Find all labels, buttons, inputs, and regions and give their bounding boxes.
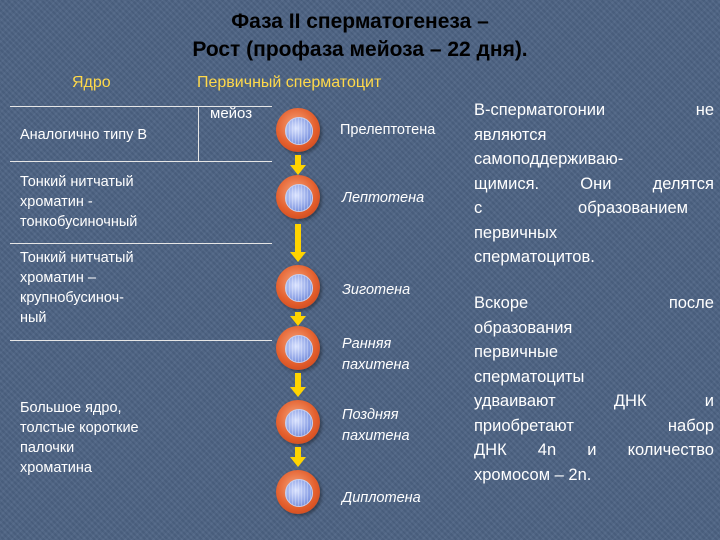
paragraph-line: самоподдерживаю- xyxy=(474,150,624,168)
nucleus-description-line: Тонкий нитчатый xyxy=(20,174,134,190)
spermatocyte-cell-icon xyxy=(276,265,320,309)
stage-label-line: Зиготена xyxy=(342,282,411,298)
header-nucleus: Ядро xyxy=(72,74,111,91)
down-arrow-icon xyxy=(290,447,306,469)
right-paragraph-2: Вскоре после образования первичные сперм… xyxy=(474,291,714,487)
down-arrow-icon xyxy=(290,373,306,399)
nucleus-description-line: хроматин – xyxy=(20,270,96,286)
stage-label-line: Диплотена xyxy=(342,490,421,506)
paragraph-line: являются xyxy=(474,125,547,144)
nucleus-description-line: палочки xyxy=(20,440,75,456)
stage-label-line: пахитена xyxy=(342,357,410,373)
spermatocyte-cell-icon xyxy=(276,400,320,444)
nucleus-description-line: тонкобусиночный xyxy=(20,214,138,230)
table-line-top xyxy=(10,106,272,107)
stage-label-diplotene: Диплотена xyxy=(342,488,421,509)
nucleus-description-line: Большое ядро, xyxy=(20,400,122,416)
nucleus-description-line: хроматина xyxy=(20,460,92,476)
down-arrow-icon xyxy=(290,312,306,326)
page-title-line-1: Фаза II сперматогенеза – xyxy=(231,10,489,33)
paragraph-line: сперматоцитов. xyxy=(474,248,595,266)
down-arrow-icon xyxy=(290,224,306,264)
nucleus-description-4: Большое ядро, толстые короткие палочки х… xyxy=(20,398,139,478)
paragraph-line: сперматоциты xyxy=(474,367,585,386)
stage-label-zygotene: Зиготена xyxy=(342,280,410,301)
nucleus-description-2: Тонкий нитчатый хроматин - тонкобусиночн… xyxy=(20,172,137,232)
nucleus-description-line: крупнобусиноч- xyxy=(20,290,124,306)
table-line-1 xyxy=(10,161,272,162)
nucleus-description-line: Аналогично типу В xyxy=(20,127,148,143)
paragraph-line: Вскоре после xyxy=(474,294,714,312)
spermatocyte-cell-icon xyxy=(276,326,320,370)
nucleus-description-line: Тонкий нитчатый xyxy=(20,250,134,266)
stage-label-leptotene: Лептотена xyxy=(342,188,424,209)
spermatocyte-cell-icon xyxy=(276,108,320,152)
stage-label-line: Поздняя xyxy=(342,407,399,423)
spermatocyte-cell-icon xyxy=(276,175,320,219)
table-line-2 xyxy=(10,243,272,244)
spermatocyte-cell-icon xyxy=(276,470,320,514)
stage-label-late-pachytene: Поздняя пахитена xyxy=(342,405,410,447)
nucleus-description-line: толстые короткие xyxy=(20,420,139,436)
paragraph-line: удваивают ДНК и xyxy=(474,392,714,410)
paragraph-line: В-сперматогонии не xyxy=(474,101,714,119)
right-paragraph-1: В-сперматогонии не являются самоподдержи… xyxy=(474,98,714,270)
nucleus-description-1: Аналогично типу В xyxy=(20,125,147,145)
paragraph-line: первичные xyxy=(474,343,559,361)
stage-label-line: Ранняя xyxy=(342,336,392,352)
table-line-vertical xyxy=(198,106,199,161)
header-primary-spermatocyte: Первичный сперматоцит xyxy=(197,74,382,91)
stage-label-line: Прелептотена xyxy=(340,122,436,138)
paragraph-line: ДНК 4n и количество xyxy=(474,441,714,459)
nucleus-description-line: хроматин - xyxy=(20,194,93,210)
header-meiosis: мейоз xyxy=(210,105,253,122)
paragraph-line: образования xyxy=(474,318,573,337)
paragraph-line: приобретают набор xyxy=(474,416,714,435)
paragraph-line: с образованием xyxy=(474,199,688,217)
table-line-3 xyxy=(10,340,272,341)
paragraph-line: первичных xyxy=(474,223,558,242)
nucleus-description-3: Тонкий нитчатый хроматин – крупнобусиноч… xyxy=(20,248,134,328)
stage-label-line: пахитена xyxy=(342,428,410,444)
stage-label-line: Лептотена xyxy=(342,190,425,206)
nucleus-description-line: ный xyxy=(20,310,47,326)
stage-label-early-pachytene: Ранняя пахитена xyxy=(342,334,410,376)
stage-label-preleptotene: Прелептотена xyxy=(340,122,435,138)
paragraph-line: хромосом – 2n. xyxy=(474,465,592,484)
page-title-line-2: Рост (профаза мейоза – 22 дня). xyxy=(192,38,528,61)
paragraph-line: щимися. Они делятся xyxy=(474,174,714,193)
down-arrow-icon xyxy=(290,155,306,175)
